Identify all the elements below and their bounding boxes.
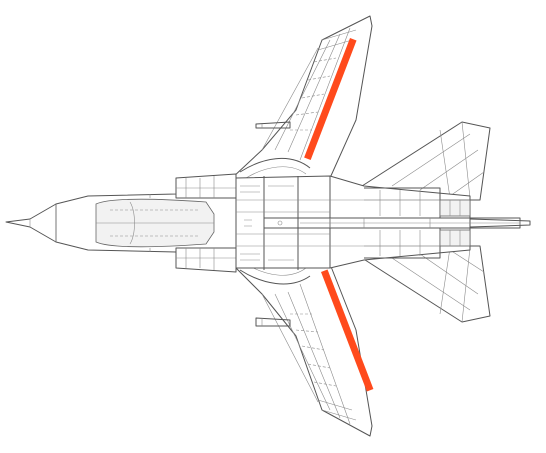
upper-exhaust-nozzle xyxy=(439,199,471,217)
fuselage-detail-marks xyxy=(149,194,283,252)
dorsal-spine xyxy=(263,217,521,229)
upper-air-intake xyxy=(175,173,237,199)
fuselage xyxy=(5,173,531,273)
lower-air-intake xyxy=(175,247,237,273)
lower-exhaust-nozzle xyxy=(439,229,471,247)
lower-wing-slat-highlight xyxy=(321,269,374,392)
tail-sting xyxy=(469,218,531,228)
upper-wing xyxy=(231,15,373,179)
nose-cone xyxy=(5,203,57,243)
upper-wing-slat-highlight xyxy=(304,38,357,161)
